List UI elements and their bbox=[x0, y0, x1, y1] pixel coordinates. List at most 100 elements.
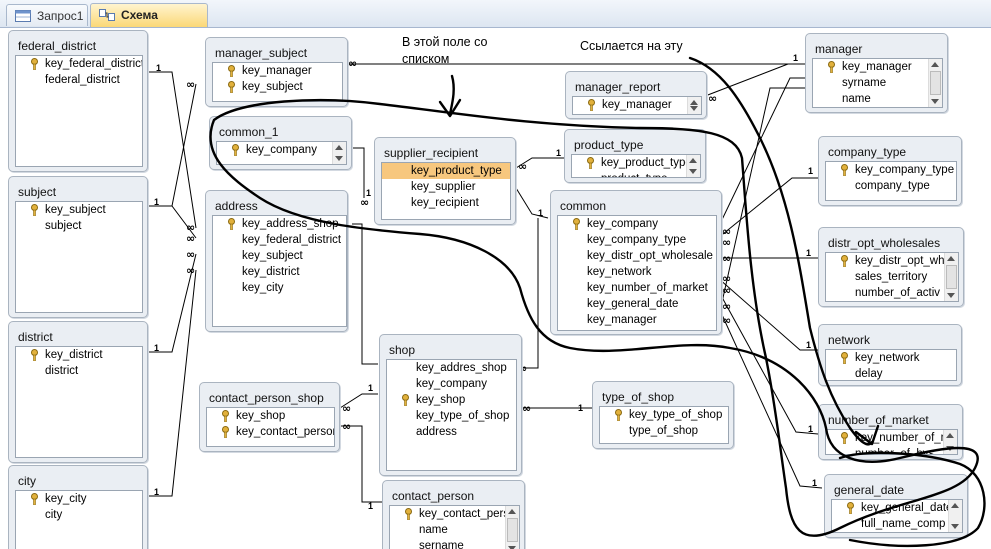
table-common-1[interactable]: common_1 key_company bbox=[209, 116, 352, 170]
scroll-thumb[interactable] bbox=[507, 518, 518, 542]
field[interactable]: syrname bbox=[813, 75, 942, 91]
field[interactable]: subject bbox=[16, 218, 142, 234]
field[interactable]: city bbox=[16, 507, 142, 523]
scroll-down-icon[interactable] bbox=[335, 156, 343, 161]
field[interactable]: key_recipient bbox=[382, 195, 510, 211]
field-key[interactable]: key_address_shop bbox=[213, 216, 346, 232]
scroll-down-icon[interactable] bbox=[947, 293, 955, 298]
scrollbar[interactable] bbox=[686, 155, 700, 177]
tab-query1[interactable]: Запрос1 bbox=[6, 4, 88, 26]
scroll-up-icon[interactable] bbox=[947, 256, 955, 261]
field[interactable]: key_distr_opt_wholesale bbox=[558, 248, 716, 264]
field-key[interactable]: key_subject bbox=[213, 79, 342, 95]
table-contact-person-shop[interactable]: contact_person_shop key_shop key_contact… bbox=[199, 382, 340, 452]
field-key[interactable]: key_type_of_shop bbox=[600, 407, 728, 423]
scroll-down-icon[interactable] bbox=[689, 169, 697, 174]
field[interactable]: full_name_comp bbox=[832, 516, 962, 532]
field[interactable]: key_network bbox=[558, 264, 716, 280]
field-key[interactable]: key_shop bbox=[387, 392, 516, 408]
table-city[interactable]: city key_city city bbox=[8, 465, 148, 549]
field[interactable]: key_federal_district bbox=[213, 232, 346, 248]
field[interactable]: federal_district bbox=[16, 72, 142, 88]
field-key[interactable]: key_subject bbox=[16, 202, 142, 218]
scroll-up-icon[interactable] bbox=[946, 433, 954, 438]
scroll-up-icon[interactable] bbox=[931, 62, 939, 67]
field-key[interactable]: key_distr_opt_wholesale bbox=[826, 253, 958, 269]
field[interactable]: key_general_date bbox=[558, 296, 716, 312]
scroll-up-icon[interactable] bbox=[689, 158, 697, 163]
scrollbar[interactable] bbox=[948, 500, 962, 532]
field[interactable]: key_company bbox=[387, 376, 516, 392]
scrollbar[interactable] bbox=[944, 253, 958, 301]
table-manager[interactable]: manager key_manager syrname name bbox=[805, 33, 948, 113]
scroll-up-icon[interactable] bbox=[335, 145, 343, 150]
field-key[interactable]: key_city bbox=[16, 491, 142, 507]
tab-data-schema[interactable]: Схема данных bbox=[90, 3, 208, 44]
scroll-down-icon[interactable] bbox=[946, 446, 954, 451]
scroll-thumb[interactable] bbox=[946, 265, 957, 289]
scroll-down-icon[interactable] bbox=[690, 106, 698, 111]
scrollbar[interactable] bbox=[332, 142, 346, 164]
field[interactable]: key_type_of_shop bbox=[387, 408, 516, 424]
table-shop[interactable]: shop key_addres_shop key_company key_sho… bbox=[379, 334, 522, 476]
field[interactable]: company_type bbox=[826, 178, 956, 194]
field[interactable]: name bbox=[813, 91, 942, 107]
field[interactable]: key_city bbox=[213, 280, 346, 296]
table-manager-report[interactable]: manager_report key_manager bbox=[565, 71, 707, 119]
field[interactable]: key_number_of_market bbox=[558, 280, 716, 296]
field[interactable]: sales_territory bbox=[826, 269, 958, 285]
table-network[interactable]: network key_network delay bbox=[818, 324, 962, 386]
table-subject[interactable]: subject key_subject subject bbox=[8, 176, 148, 318]
field-key[interactable]: key_federal_district bbox=[16, 56, 142, 72]
scroll-down-icon[interactable] bbox=[931, 99, 939, 104]
scrollbar[interactable] bbox=[928, 59, 942, 107]
scrollbar[interactable] bbox=[505, 506, 519, 549]
field[interactable]: product_type bbox=[572, 171, 700, 177]
field[interactable]: type_of_shop bbox=[600, 423, 728, 439]
scroll-up-icon[interactable] bbox=[951, 503, 959, 508]
field[interactable]: key_subject bbox=[213, 248, 346, 264]
field[interactable]: key_supplier bbox=[382, 179, 510, 195]
table-contact-person[interactable]: contact_person key_contact_person name s… bbox=[382, 480, 525, 549]
field[interactable]: sername bbox=[390, 538, 519, 549]
relationships-canvas[interactable]: 1 1 1 1 1 1 1 1 1 1 1 1 1 1 1 1 ∞ ∞ ∞ ∞ … bbox=[0, 28, 991, 549]
field-key[interactable]: key_contact_person bbox=[390, 506, 519, 522]
field-key[interactable]: key_manager bbox=[213, 63, 342, 79]
scroll-up-icon[interactable] bbox=[690, 100, 698, 105]
field[interactable]: key_district bbox=[213, 264, 346, 280]
field-key[interactable]: key_company bbox=[558, 216, 716, 232]
scroll-up-icon[interactable] bbox=[508, 509, 516, 514]
field-key[interactable]: key_number_of_market bbox=[826, 430, 957, 446]
table-general-date[interactable]: general_date key_general_date full_name_… bbox=[824, 474, 968, 538]
field[interactable]: key_addres_shop bbox=[387, 360, 516, 376]
table-product-type[interactable]: product_type key_product_type product_ty… bbox=[564, 129, 706, 183]
field-key[interactable]: key_shop bbox=[207, 408, 334, 424]
field-key[interactable]: key_general_date bbox=[832, 500, 962, 516]
scroll-down-icon[interactable] bbox=[508, 546, 516, 549]
table-supplier-recipient[interactable]: supplier_recipient key_product_type key_… bbox=[374, 137, 516, 225]
field-key[interactable]: key_district bbox=[16, 347, 142, 363]
scrollbar[interactable] bbox=[687, 97, 701, 114]
field-selected[interactable]: key_product_type bbox=[382, 163, 510, 179]
table-district[interactable]: district key_district district bbox=[8, 321, 148, 463]
field-key[interactable]: key_contact_person bbox=[207, 424, 334, 440]
scroll-down-icon[interactable] bbox=[951, 524, 959, 529]
field[interactable]: key_company_type bbox=[558, 232, 716, 248]
field[interactable]: delay bbox=[826, 366, 956, 380]
scrollbar[interactable] bbox=[943, 430, 957, 454]
field[interactable]: name bbox=[390, 522, 519, 538]
table-manager-subject[interactable]: manager_subject key_manager key_subject bbox=[205, 37, 348, 107]
field-key[interactable]: key_network bbox=[826, 350, 956, 366]
table-common[interactable]: common key_company key_company_type key_… bbox=[550, 190, 722, 335]
field[interactable]: number_of_bys bbox=[826, 446, 957, 454]
table-number-of-market[interactable]: number_of_market key_number_of_market nu… bbox=[818, 404, 963, 460]
table-address[interactable]: address key_address_shop key_federal_dis… bbox=[205, 190, 348, 332]
table-company-type[interactable]: company_type key_company_type company_ty… bbox=[818, 136, 962, 206]
field[interactable]: number_of_activ bbox=[826, 285, 958, 301]
scroll-thumb[interactable] bbox=[930, 71, 941, 95]
table-distr-opt-wholesales[interactable]: distr_opt_wholesales key_distr_opt_whole… bbox=[818, 227, 964, 307]
field[interactable]: address bbox=[387, 424, 516, 440]
field-key[interactable]: key_manager bbox=[813, 59, 942, 75]
field-key[interactable]: key_product_type bbox=[572, 155, 700, 171]
field[interactable]: district bbox=[16, 363, 142, 379]
